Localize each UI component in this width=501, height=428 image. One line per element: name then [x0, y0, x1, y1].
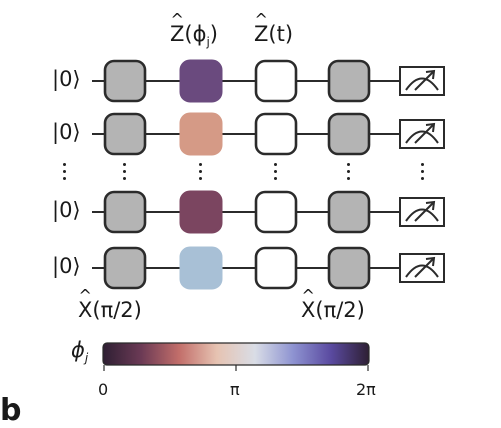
colorbar-tick-label-pi: π — [230, 380, 240, 399]
gate-x-left-2 — [103, 112, 147, 156]
measurement-meters — [399, 66, 445, 283]
gate-x-right-1 — [327, 59, 371, 103]
meter-arc-1 — [405, 77, 439, 91]
gate-phase-4 — [179, 246, 223, 290]
panel-label: b — [0, 393, 22, 428]
colorbar-symbol: ϕj — [71, 338, 89, 366]
meter-arrowhead-4 — [425, 256, 436, 267]
gate-x-right-2 — [327, 112, 371, 156]
x-pi-half-right-label: X(π/2) — [301, 300, 365, 321]
meter-box-4 — [399, 253, 445, 283]
meter-arrowhead-3 — [425, 200, 436, 211]
vdots-gate2 — [198, 163, 202, 180]
ket-label-2: |0⟩ — [52, 120, 81, 144]
time-arg: (t) — [268, 22, 294, 46]
meter-icon-4 — [399, 253, 445, 283]
colorbar-tick-label-0: 0 — [98, 380, 109, 399]
meter-arc-4 — [405, 264, 439, 278]
gates — [103, 59, 371, 290]
gate-x-left-4 — [103, 246, 147, 290]
colorbar-symbol-sub: j — [84, 351, 89, 366]
meter-icon-2 — [399, 119, 445, 149]
meter-needle-1 — [414, 71, 434, 91]
phase-sub: j — [206, 35, 210, 50]
colorbar-tick-label-2pi: 2π — [356, 380, 376, 399]
gate-time-4 — [254, 246, 298, 290]
x-right-arg: (π/2) — [315, 298, 365, 322]
meter-arc-3 — [405, 208, 439, 222]
wires — [92, 80, 400, 269]
vdots-ket — [62, 163, 66, 180]
gate-phase-3 — [179, 190, 223, 234]
colorbar — [102, 342, 370, 366]
ket-label-1: |0⟩ — [52, 67, 81, 91]
x-left-arg: (π/2) — [92, 298, 142, 322]
gate-x-right-4 — [327, 246, 371, 290]
gate-x-left-1 — [103, 59, 147, 103]
x-right-symbol: X — [301, 300, 315, 321]
time-operator-label: Z(t) — [254, 24, 293, 45]
meter-box-2 — [399, 119, 445, 149]
ket-label-3: |0⟩ — [52, 198, 81, 222]
meter-box-1 — [399, 66, 445, 96]
meter-box-3 — [399, 197, 445, 227]
gate-x-right-3 — [327, 190, 371, 234]
meter-arrowhead-1 — [425, 69, 436, 80]
gate-time-3 — [254, 190, 298, 234]
vdots-meter — [420, 163, 424, 180]
gate-time-1 — [254, 59, 298, 103]
phase-var: ϕ — [192, 22, 207, 46]
meter-icon-3 — [399, 197, 445, 227]
meter-needle-4 — [414, 258, 434, 278]
colorbar-symbol-main: ϕ — [71, 338, 85, 362]
time-operator-symbol: Z — [254, 24, 268, 45]
gate-phase-1 — [179, 59, 223, 103]
x-left-symbol: X — [78, 300, 92, 321]
vdots-gate1 — [122, 163, 126, 180]
meter-icon-1 — [399, 66, 445, 96]
gate-time-2 — [254, 112, 298, 156]
ket-label-4: |0⟩ — [52, 254, 81, 278]
meter-arrowhead-2 — [425, 122, 436, 133]
circuit-diagram — [92, 59, 445, 371]
phase-operator-symbol: Z — [170, 24, 184, 45]
meter-arc-2 — [405, 130, 439, 144]
vdots-gate3 — [273, 163, 277, 180]
gate-x-left-3 — [103, 190, 147, 234]
vdots-gate4 — [346, 163, 350, 180]
meter-needle-3 — [414, 202, 434, 222]
gate-phase-2 — [179, 112, 223, 156]
x-pi-half-left-label: X(π/2) — [78, 300, 142, 321]
phase-operator-label: Z(ϕj) — [170, 22, 218, 50]
meter-needle-2 — [414, 124, 434, 144]
